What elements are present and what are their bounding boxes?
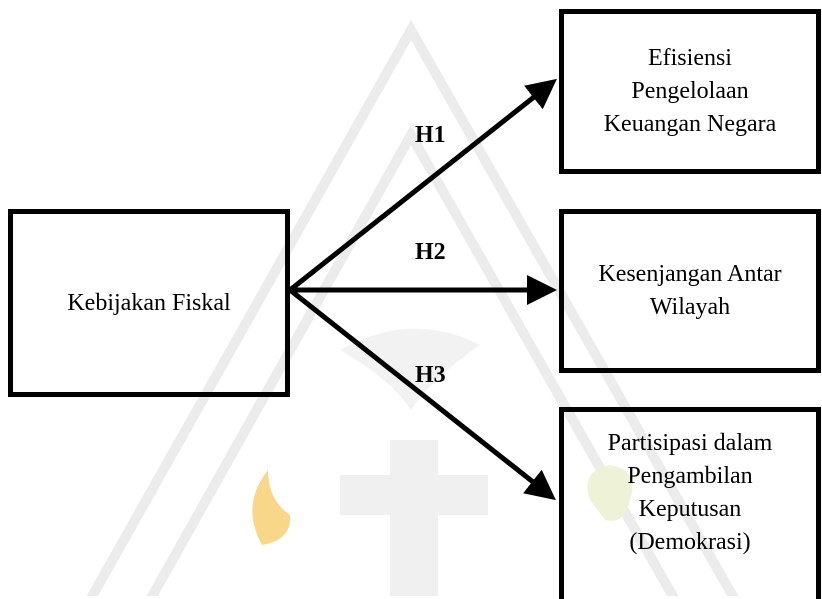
target-box-participation: Partisipasi dalam Pengambilan Keputusan … bbox=[559, 407, 821, 599]
flame-icon bbox=[252, 470, 291, 545]
source-label: Kebijakan Fiskal bbox=[67, 289, 231, 316]
target-box-efficiency: Efisiensi Pengelolaan Keuangan Negara bbox=[559, 9, 821, 174]
leaf-icon bbox=[587, 465, 633, 521]
source-box: Kebijakan Fiskal bbox=[8, 209, 290, 397]
hypothesis-label-h1: H1 bbox=[415, 122, 446, 148]
target-label-inequality: Kesenjangan Antar Wilayah bbox=[598, 261, 782, 320]
target-label-efficiency: Efisiensi Pengelolaan Keuangan Negara bbox=[603, 45, 777, 137]
hypothesis-label-h2: H2 bbox=[415, 239, 446, 265]
cross-icon bbox=[390, 440, 438, 596]
target-box-inequality: Kesenjangan Antar Wilayah bbox=[559, 209, 821, 373]
target-label-participation: Partisipasi dalam Pengambilan Keputusan … bbox=[607, 430, 773, 555]
arrow-h1 bbox=[288, 78, 557, 292]
hypothesis-label-h3: H3 bbox=[415, 362, 446, 388]
dove-icon bbox=[340, 328, 480, 410]
arrow-h3 bbox=[288, 288, 556, 501]
